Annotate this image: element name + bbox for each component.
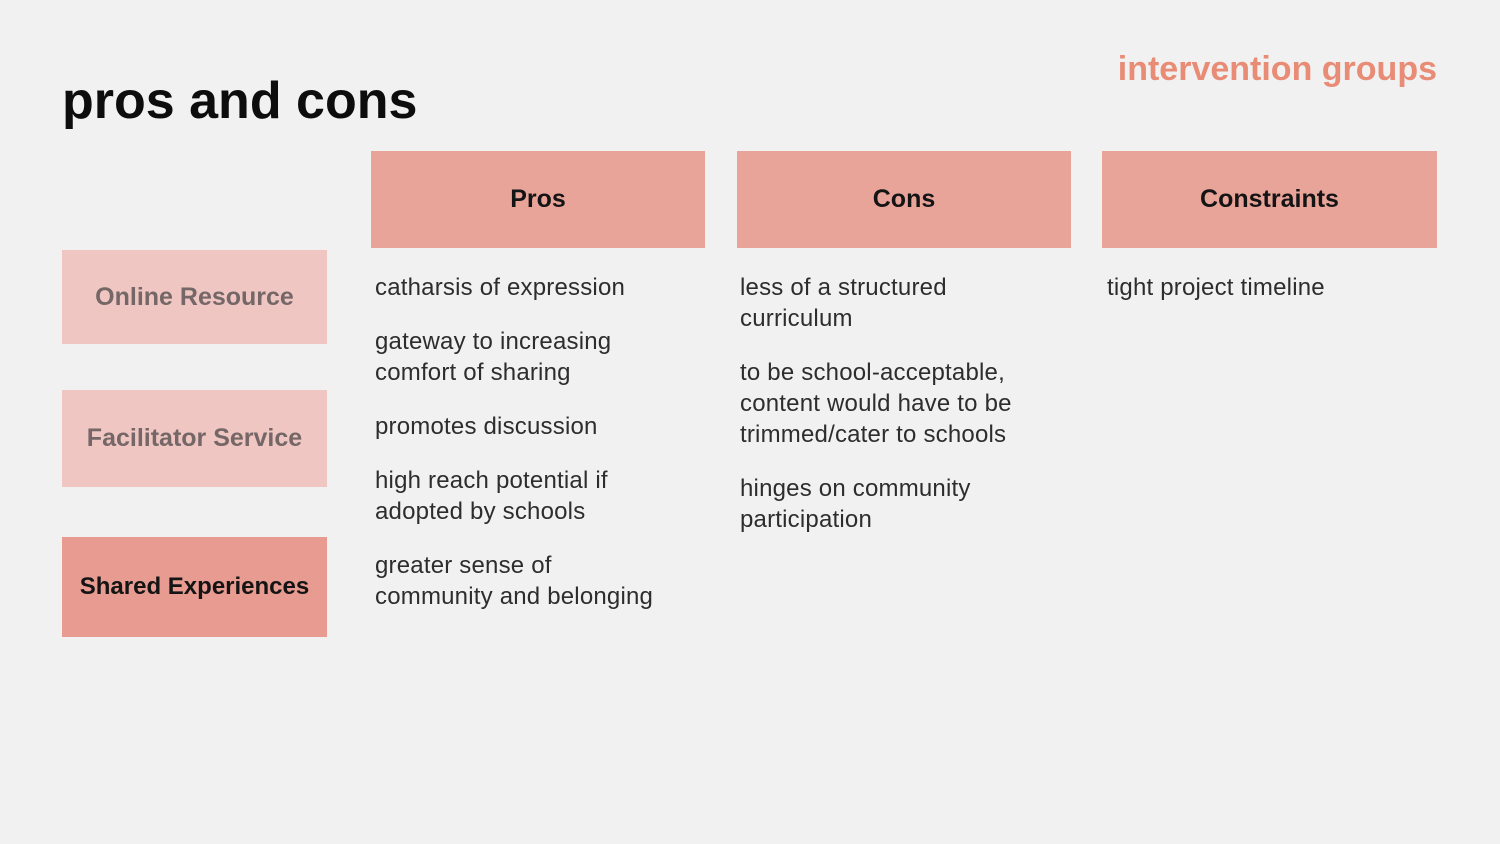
list-item: promotes discussion — [375, 413, 598, 440]
column-header-constraints-label: Constraints — [1200, 185, 1339, 213]
list-item: gateway to increasing comfort of sharing — [375, 328, 612, 386]
column-header-constraints: Constraints — [1102, 151, 1437, 248]
column-header-pros: Pros — [371, 151, 705, 248]
row-label-facilitator-service-text: Facilitator Service — [86, 424, 303, 452]
list-item: tight project timeline — [1107, 274, 1325, 301]
list-item: greater sense of community and belonging — [375, 552, 654, 610]
column-header-cons: Cons — [737, 151, 1071, 248]
row-label-shared-experiences-text: Shared Experiences — [79, 573, 310, 600]
list-item: catharsis of expression — [375, 274, 626, 301]
column-header-cons-label: Cons — [872, 185, 936, 213]
column-header-pros-label: Pros — [510, 185, 566, 213]
list-item: hinges on community participation — [740, 475, 971, 533]
list-item: high reach potential if adopted by schoo… — [375, 467, 608, 525]
page-title: pros and cons — [62, 72, 418, 130]
row-label-online-resource-text: Online Resource — [95, 282, 294, 311]
slide-tagline: intervention groups — [1117, 50, 1437, 88]
list-item: to be school-acceptable, content would h… — [740, 359, 1012, 448]
pros-list: catharsis of expression gateway to incre… — [375, 272, 705, 635]
cons-list: less of a structured curriculum to be sc… — [740, 272, 1075, 558]
list-item: less of a structured curriculum — [740, 274, 947, 332]
row-label-shared-experiences: Shared Experiences — [62, 537, 327, 637]
row-label-online-resource: Online Resource — [62, 250, 327, 344]
constraints-list: tight project timeline — [1107, 272, 1442, 326]
row-label-facilitator-service: Facilitator Service — [62, 390, 327, 487]
